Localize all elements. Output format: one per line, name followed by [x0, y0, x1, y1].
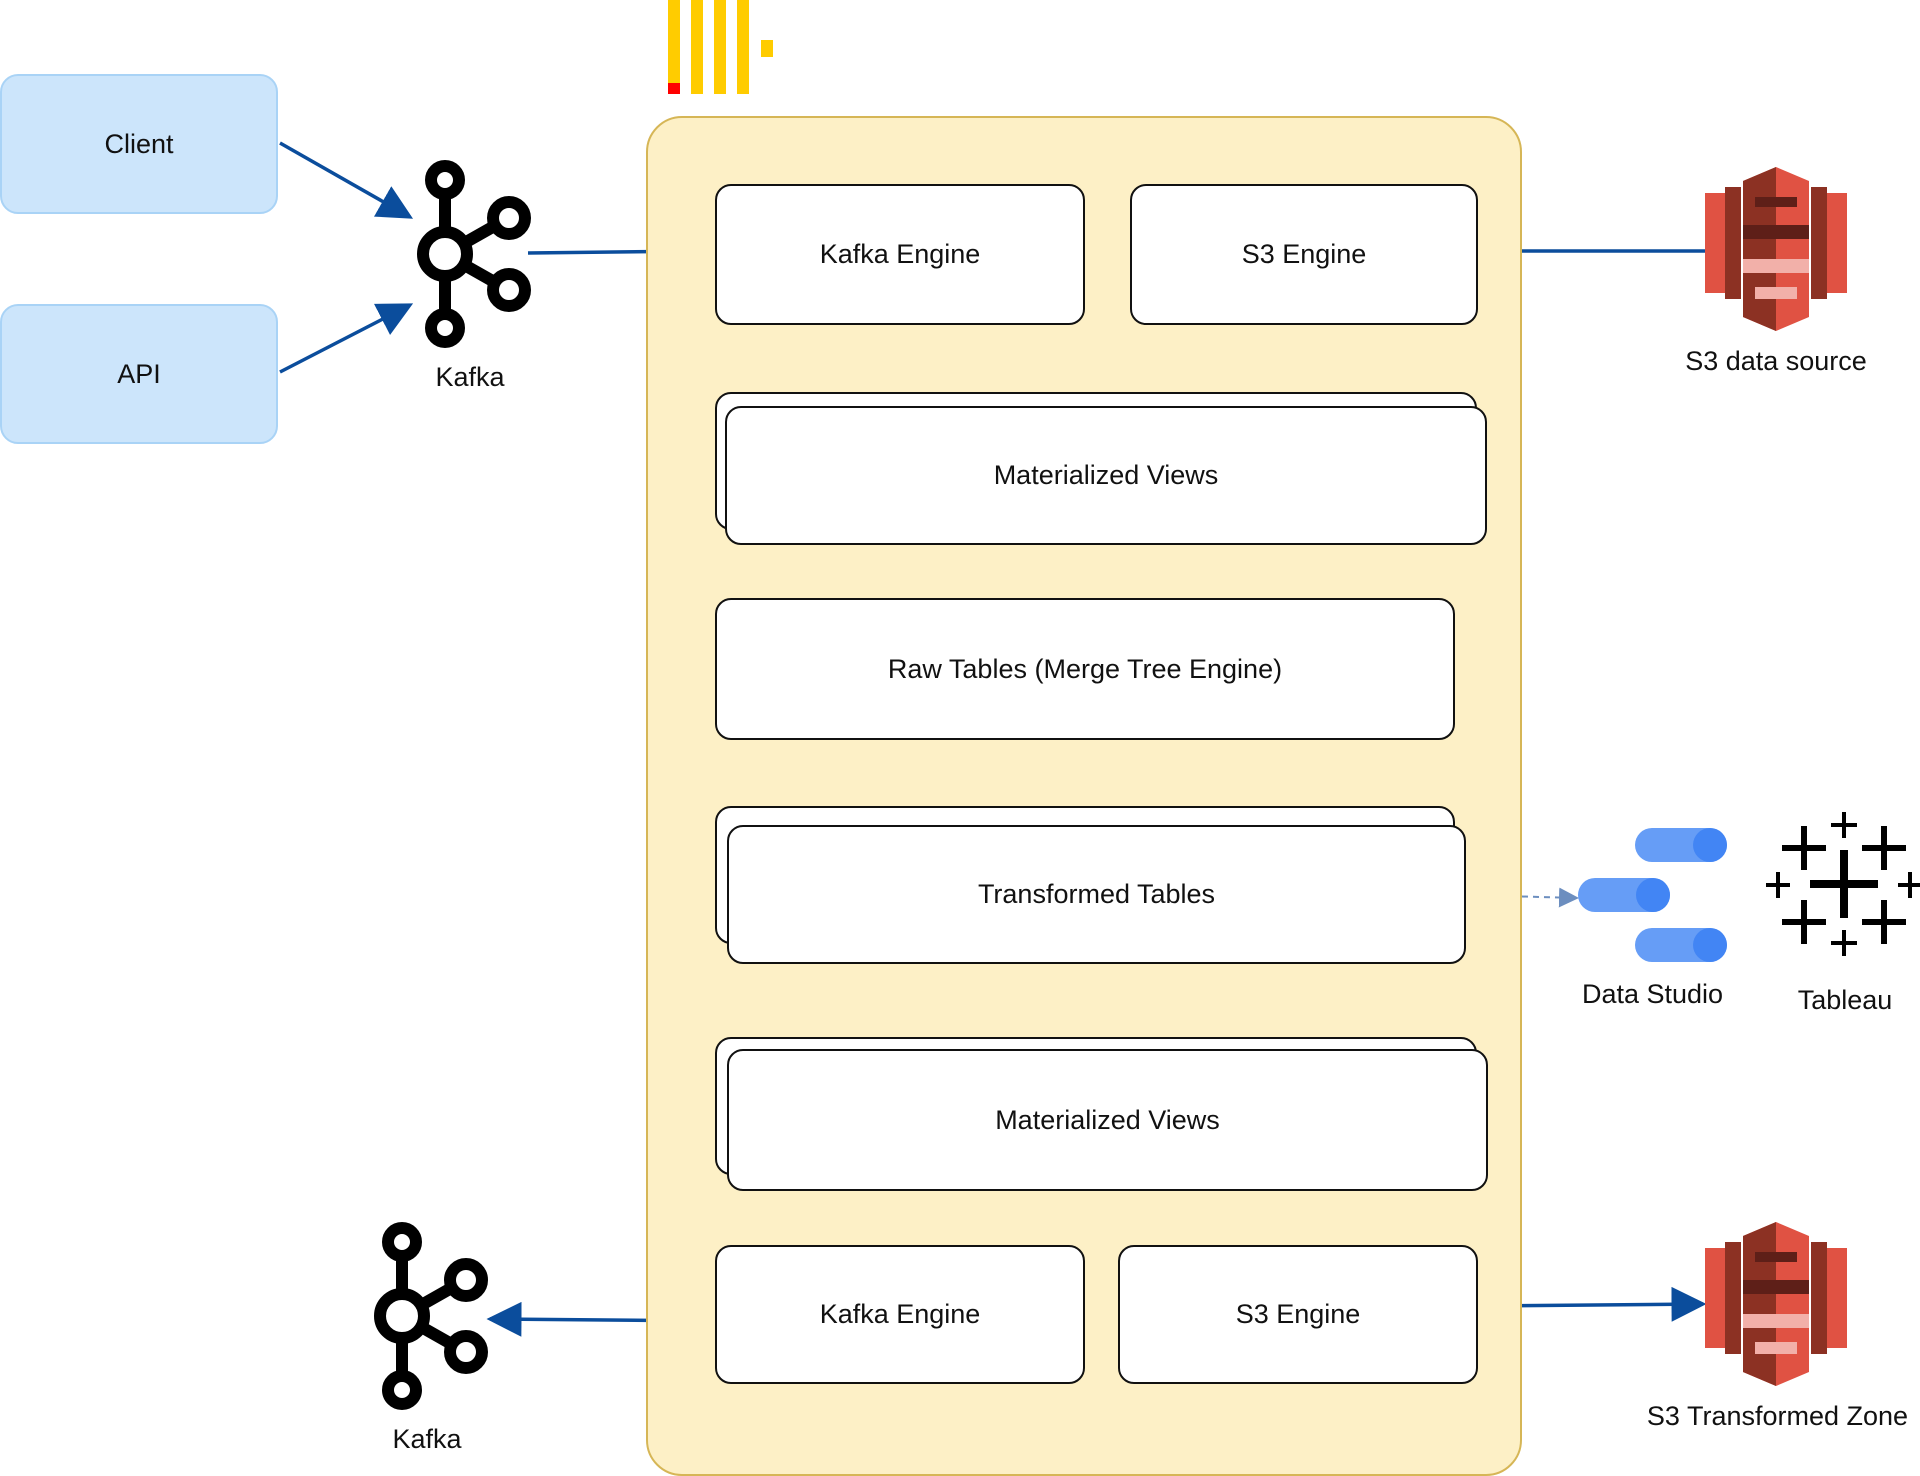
transformed-tables-label: Transformed Tables [977, 879, 1216, 909]
s3-engine-out-node[interactable]: S3 Engine [1118, 1245, 1478, 1384]
s3-source-label: S3 data source [1685, 346, 1867, 376]
api-label: API [117, 358, 161, 389]
aws-s3-bucket-icon [1705, 167, 1847, 331]
s3-target-label: S3 Transformed Zone [1646, 1401, 1909, 1431]
materialized-views-1-label: Materialized Views [993, 460, 1219, 490]
transformed-tables-node[interactable]: Transformed Tables [727, 825, 1466, 964]
arrow-transformed-to-data-studio [1466, 887, 1579, 908]
raw-tables-label: Raw Tables (Merge Tree Engine) [887, 653, 1283, 684]
arrow-api-to-kafka [279, 303, 414, 374]
kafka-in-label: Kafka [435, 362, 505, 392]
data-studio-icon [1578, 828, 1727, 962]
aws-s3-bucket-icon [1705, 1222, 1847, 1386]
api-box: API [0, 304, 278, 444]
s3-engine-in-label: S3 Engine [1241, 239, 1367, 269]
kafka-icon [417, 160, 531, 348]
client-label: Client [104, 128, 174, 159]
client-box: Client [0, 74, 278, 214]
s3-engine-in-node[interactable]: S3 Engine [1130, 184, 1478, 325]
kafka-engine-in-label: Kafka Engine [819, 239, 981, 269]
kafka-engine-in-node[interactable]: Kafka Engine [715, 184, 1085, 325]
data-studio-label: Data Studio [1581, 979, 1724, 1009]
tableau-label: Tableau [1797, 985, 1893, 1015]
materialized-views-2-label: Materialized Views [995, 1104, 1220, 1135]
materialized-views-2-node[interactable]: Materialized Views [727, 1049, 1488, 1191]
kafka-out-label: Kafka [392, 1424, 462, 1454]
s3-engine-out-label: S3 Engine [1235, 1299, 1361, 1329]
clickhouse-logo-icon [668, 0, 773, 94]
kafka-engine-out-node[interactable]: Kafka Engine [715, 1245, 1085, 1384]
arrow-client-to-kafka [279, 141, 414, 219]
kafka-icon [374, 1222, 488, 1410]
materialized-views-1-node[interactable]: Materialized Views [725, 406, 1487, 545]
kafka-engine-out-label: Kafka Engine [819, 1299, 981, 1329]
tableau-icon [1766, 812, 1920, 956]
raw-tables-node[interactable]: Raw Tables (Merge Tree Engine) [715, 598, 1455, 740]
